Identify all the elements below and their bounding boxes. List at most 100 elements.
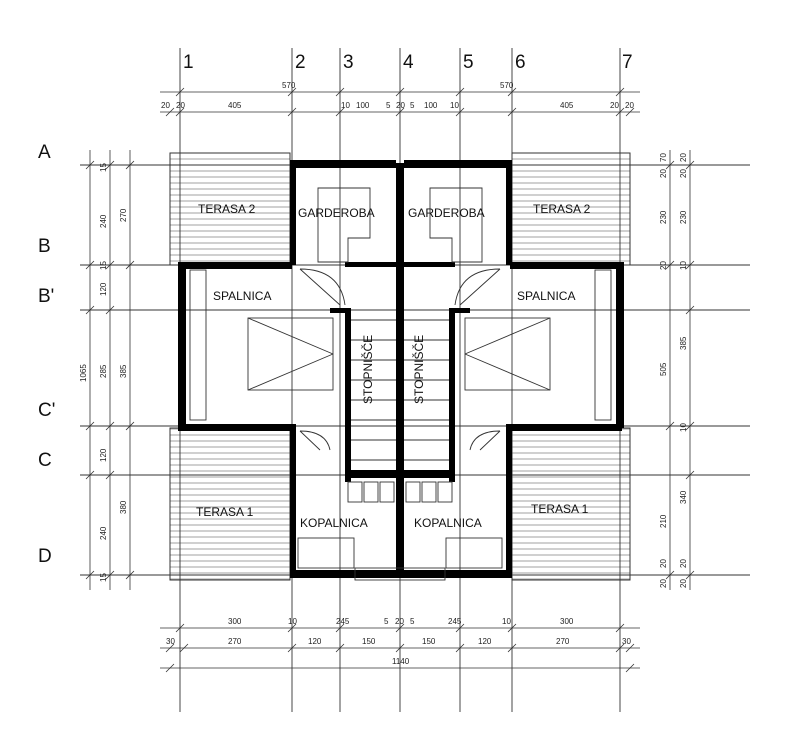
dim-bottom-300-left: 300: [228, 617, 242, 626]
dim-right-385: 385: [679, 336, 688, 350]
dim-top-10-right: 10: [450, 101, 459, 110]
dim-left-total: 1065: [79, 364, 88, 382]
dim-right-210: 210: [659, 514, 668, 528]
terrace-2-left-area: [169, 152, 291, 266]
dimension-lines: [85, 87, 695, 673]
dim-right-10b: 10: [679, 423, 688, 432]
grid-col-label-2: 2: [295, 52, 306, 73]
dimension-labels-left: 1065 15 240 15 120 285 120 240 15 270 38…: [79, 163, 128, 582]
dim-top-405-right: 405: [560, 101, 574, 110]
dimension-labels-right: 70 20 230 230 20 505 340 210 20 20 20 20…: [659, 153, 688, 588]
room-terasa-2-left: TERASA 2: [198, 202, 256, 216]
grid-column-labels: 1 2 3 4 5 6 7: [183, 52, 633, 73]
dim-bottom-270-right: 270: [556, 637, 570, 646]
dim-bottom-30-right: 30: [622, 637, 631, 646]
walls: [178, 160, 624, 578]
dim-left-285: 285: [99, 364, 108, 378]
dim-top-20c: 20: [396, 101, 405, 110]
dim-top-5b: 5: [410, 101, 415, 110]
dim-right-340: 340: [679, 490, 688, 504]
grid-col-label-4: 4: [403, 52, 414, 73]
dimension-labels-top: 570 570 20 20 405 10 100 5 20 5 100 10 4…: [161, 81, 634, 110]
dim-top-100-right: 100: [424, 101, 438, 110]
dim-left-15c: 15: [99, 573, 108, 582]
dim-right-230b: 230: [679, 210, 688, 224]
terrace-1-left-area: [169, 427, 291, 581]
dim-right-20c: 20: [659, 559, 668, 568]
dim-left-15a: 15: [99, 163, 108, 172]
dim-right-20a: 20: [659, 169, 668, 178]
dim-top-570-left: 570: [282, 81, 296, 90]
dim-bottom-245-right: 245: [448, 617, 462, 626]
dim-bottom-5a: 5: [384, 617, 389, 626]
dim-right-10a: 10: [679, 261, 688, 270]
dim-top-20e: 20: [625, 101, 634, 110]
room-stopnisce-right: STOPNIŠČE: [411, 335, 426, 404]
dim-right-230a: 230: [659, 210, 668, 224]
grid-col-label-5: 5: [463, 52, 474, 73]
dim-left-120b: 120: [99, 448, 108, 462]
dim-bottom-245-left: 245: [336, 617, 350, 626]
grid-row-label-d: D: [38, 546, 52, 567]
grid-col-label-3: 3: [343, 52, 354, 73]
room-kopalnica-right: KOPALNICA: [414, 516, 482, 530]
grid-row-label-b: B: [38, 236, 51, 257]
dim-bottom-10-right: 10: [502, 617, 511, 626]
dim-bottom-270-left: 270: [228, 637, 242, 646]
dim-left-120a: 120: [99, 282, 108, 296]
dim-bottom-10-left: 10: [288, 617, 297, 626]
dim-bottom-120-left: 120: [308, 637, 322, 646]
dim-top-405-left: 405: [228, 101, 242, 110]
dim-top-10-left: 10: [341, 101, 350, 110]
grid-row-labels: A B B' C' C D: [38, 142, 55, 567]
terrace-1-right-area: [511, 427, 631, 581]
room-spalnica-left: SPALNICA: [213, 289, 271, 303]
grid-col-label-1: 1: [183, 52, 194, 73]
room-terasa-2-right: TERASA 2: [533, 202, 591, 216]
grid-row-label-c-prime: C': [38, 400, 55, 421]
dim-right-b-20c: 20: [679, 559, 688, 568]
dim-right-b-20d: 20: [679, 579, 688, 588]
dim-right-20b: 20: [659, 261, 668, 270]
dim-bottom-5b: 5: [410, 617, 415, 626]
dimension-labels-bottom: 300 10 245 5 20 5 245 10 300 30 270 120 …: [166, 617, 631, 666]
grid-row-label-b-prime: B': [38, 286, 54, 307]
dim-bottom-total: 1140: [392, 657, 410, 666]
dim-left-385: 385: [119, 364, 128, 378]
room-garderoba-right: GARDEROBA: [408, 206, 485, 220]
dim-bottom-20: 20: [395, 617, 404, 626]
dim-right-20d: 20: [659, 579, 668, 588]
room-garderoba-left: GARDEROBA: [298, 206, 375, 220]
dim-left-15b: 15: [99, 261, 108, 270]
dim-bottom-30-left: 30: [166, 637, 175, 646]
grid-row-label-c: C: [38, 450, 52, 471]
dim-bottom-300-right: 300: [560, 617, 574, 626]
dim-left-240b: 240: [99, 526, 108, 540]
room-spalnica-right: SPALNICA: [517, 289, 575, 303]
dim-left-240a: 240: [99, 214, 108, 228]
room-terasa-1-right: TERASA 1: [531, 502, 589, 516]
furniture-lines: [189, 187, 612, 581]
dim-right-70: 70: [659, 153, 668, 162]
room-stopnisce-left: STOPNIŠČE: [360, 335, 375, 404]
grid-col-label-7: 7: [622, 52, 633, 73]
dim-top-570-right: 570: [500, 81, 514, 90]
room-terasa-1-left: TERASA 1: [196, 505, 254, 519]
dim-top-20b: 20: [176, 101, 185, 110]
grid-col-label-6: 6: [515, 52, 526, 73]
dim-top-20d: 20: [610, 101, 619, 110]
dim-top-100-left: 100: [356, 101, 370, 110]
dim-top-5a: 5: [386, 101, 391, 110]
dim-right-b-20b: 20: [679, 169, 688, 178]
dim-bottom-150-right: 150: [422, 637, 436, 646]
dim-right-505: 505: [659, 362, 668, 376]
grid-row-label-a: A: [38, 142, 51, 163]
dim-left-380: 380: [119, 500, 128, 514]
dim-bottom-150-left: 150: [362, 637, 376, 646]
dim-right-b-20a: 20: [679, 153, 688, 162]
room-kopalnica-left: KOPALNICA: [300, 516, 368, 530]
dim-top-20a: 20: [161, 101, 170, 110]
terrace-2-right-area: [511, 152, 631, 266]
dim-bottom-120-right: 120: [478, 637, 492, 646]
